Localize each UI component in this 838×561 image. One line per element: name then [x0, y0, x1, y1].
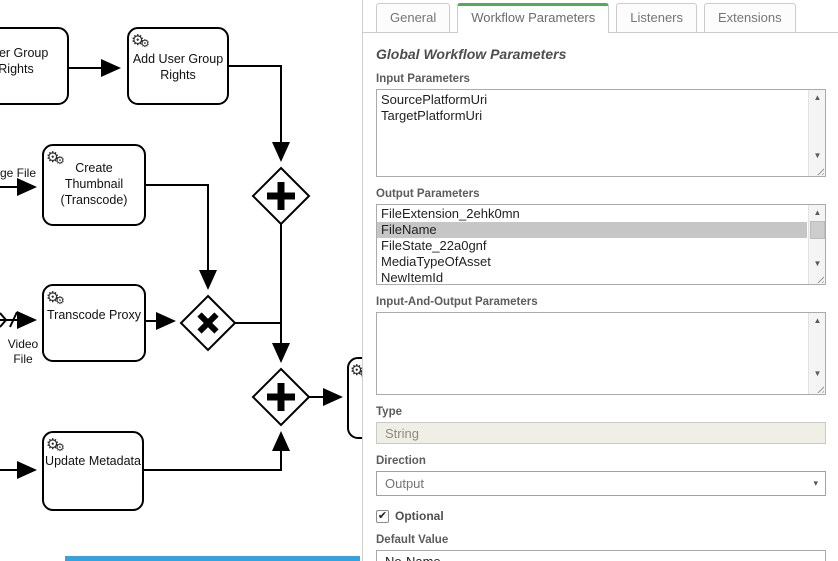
edge-label-video-file: Video File: [7, 337, 39, 366]
scroll-up-icon[interactable]: ▲: [809, 90, 825, 105]
output-parameters-listbox[interactable]: FileExtension_2ehk0mn FileName FileState…: [376, 204, 826, 285]
resize-grip[interactable]: [815, 274, 824, 283]
input-parameters-label: Input Parameters: [376, 73, 470, 85]
optional-label: Optional: [395, 509, 444, 523]
io-parameters-textarea[interactable]: ▲ ▼: [376, 312, 826, 395]
output-parameters-label: Output Parameters: [376, 188, 480, 200]
tab-general[interactable]: General: [376, 3, 451, 32]
optional-row: ✔ Optional: [376, 509, 825, 523]
scroll-down-icon[interactable]: ▼: [809, 256, 825, 271]
optional-checkbox[interactable]: ✔: [376, 509, 389, 523]
task-transcode-proxy[interactable]: [42, 284, 146, 362]
resize-grip[interactable]: [815, 166, 824, 175]
plus-icon: [267, 383, 295, 411]
input-parameter-line: TargetPlatformUri: [381, 108, 483, 123]
default-value-label: Default Value: [376, 534, 449, 546]
tab-workflow-parameters[interactable]: Workflow Parameters: [457, 3, 610, 33]
dropdown-arrow-icon: ▾: [813, 478, 818, 488]
task-update-metadata[interactable]: [42, 431, 144, 511]
scroll-thumb[interactable]: [810, 221, 825, 239]
direction-label: Direction: [376, 455, 426, 467]
list-item[interactable]: FileState_22a0gnf: [381, 238, 487, 253]
gear-icon: ⚙⚙: [46, 289, 65, 307]
gear-icon: ⚙⚙: [131, 32, 150, 50]
x-icon: [197, 312, 219, 334]
scroll-up-icon[interactable]: ▲: [809, 205, 825, 220]
task-create-thumbnail[interactable]: [42, 144, 146, 226]
direction-value: Output: [385, 476, 425, 491]
plus-icon: [267, 182, 295, 210]
gear-icon: ⚙⚙: [46, 149, 65, 167]
scrollbar[interactable]: ▲ ▼: [808, 313, 825, 394]
default-value-text: No-Name: [385, 554, 441, 561]
flow-edge-remnant: [0, 312, 8, 328]
panel-content: Global Workflow Parameters Input Paramet…: [363, 33, 838, 561]
flow-metadata-to-parallel[interactable]: [143, 431, 290, 471]
list-item[interactable]: FileExtension_2ehk0mn: [381, 206, 520, 221]
scroll-down-icon[interactable]: ▼: [809, 366, 825, 381]
edge-label-image-file: ge File: [0, 166, 37, 180]
section-heading: Global Workflow Parameters: [376, 46, 567, 62]
task-label: Add User Group Rights: [132, 52, 224, 82]
input-parameter-line: SourcePlatformUri: [381, 92, 488, 107]
input-parameters-textarea[interactable]: SourcePlatformUri TargetPlatformUri ▲ ▼: [376, 89, 826, 177]
task-label: Create Thumbnail (Transcode): [60, 161, 128, 207]
scrollbar[interactable]: ▲ ▼: [808, 90, 825, 176]
task-label: Transcode Proxy: [46, 308, 142, 322]
flow-add-ugr-to-parallel-top[interactable]: [228, 65, 290, 162]
task-user-group-rights-partial[interactable]: [0, 27, 69, 105]
bpmn-diagram-svg: [0, 27, 419, 511]
scroll-down-icon[interactable]: ▼: [809, 148, 825, 163]
tab-bar: General Workflow Parameters Listeners Ex…: [363, 0, 838, 33]
task-add-user-group-rights[interactable]: [127, 27, 229, 105]
tab-listeners[interactable]: Listeners: [616, 3, 698, 32]
default-flow-slash: [9, 311, 18, 328]
direction-select[interactable]: Output ▾: [376, 471, 826, 496]
properties-panel: General Workflow Parameters Listeners Ex…: [362, 0, 838, 561]
horizontal-scrollbar-thumb[interactable]: [65, 556, 360, 561]
list-item[interactable]: NewItemId: [381, 270, 444, 285]
io-parameters-label: Input-And-Output Parameters: [376, 296, 538, 308]
task-label: User Group Rights: [0, 46, 49, 76]
task-label: Update Metadata: [45, 454, 141, 468]
flow-thumbnail-to-exclusive[interactable]: [145, 184, 217, 290]
type-label: Type: [376, 406, 402, 418]
bpmn-canvas[interactable]: ⚙⚙ ⚙⚙ ⚙⚙ ⚙⚙ ⚙⚙ User Group Rights Add Use…: [0, 0, 419, 561]
resize-grip[interactable]: [815, 384, 824, 393]
list-item-selected[interactable]: FileName: [377, 222, 807, 238]
default-value-input[interactable]: No-Name: [376, 550, 826, 561]
scroll-up-icon[interactable]: ▲: [809, 313, 825, 328]
type-field: String: [376, 422, 826, 444]
tab-extensions[interactable]: Extensions: [704, 3, 796, 32]
gear-icon: ⚙⚙: [46, 436, 65, 454]
scrollbar[interactable]: ▲ ▼: [808, 205, 825, 284]
list-item[interactable]: MediaTypeOfAsset: [381, 254, 491, 269]
